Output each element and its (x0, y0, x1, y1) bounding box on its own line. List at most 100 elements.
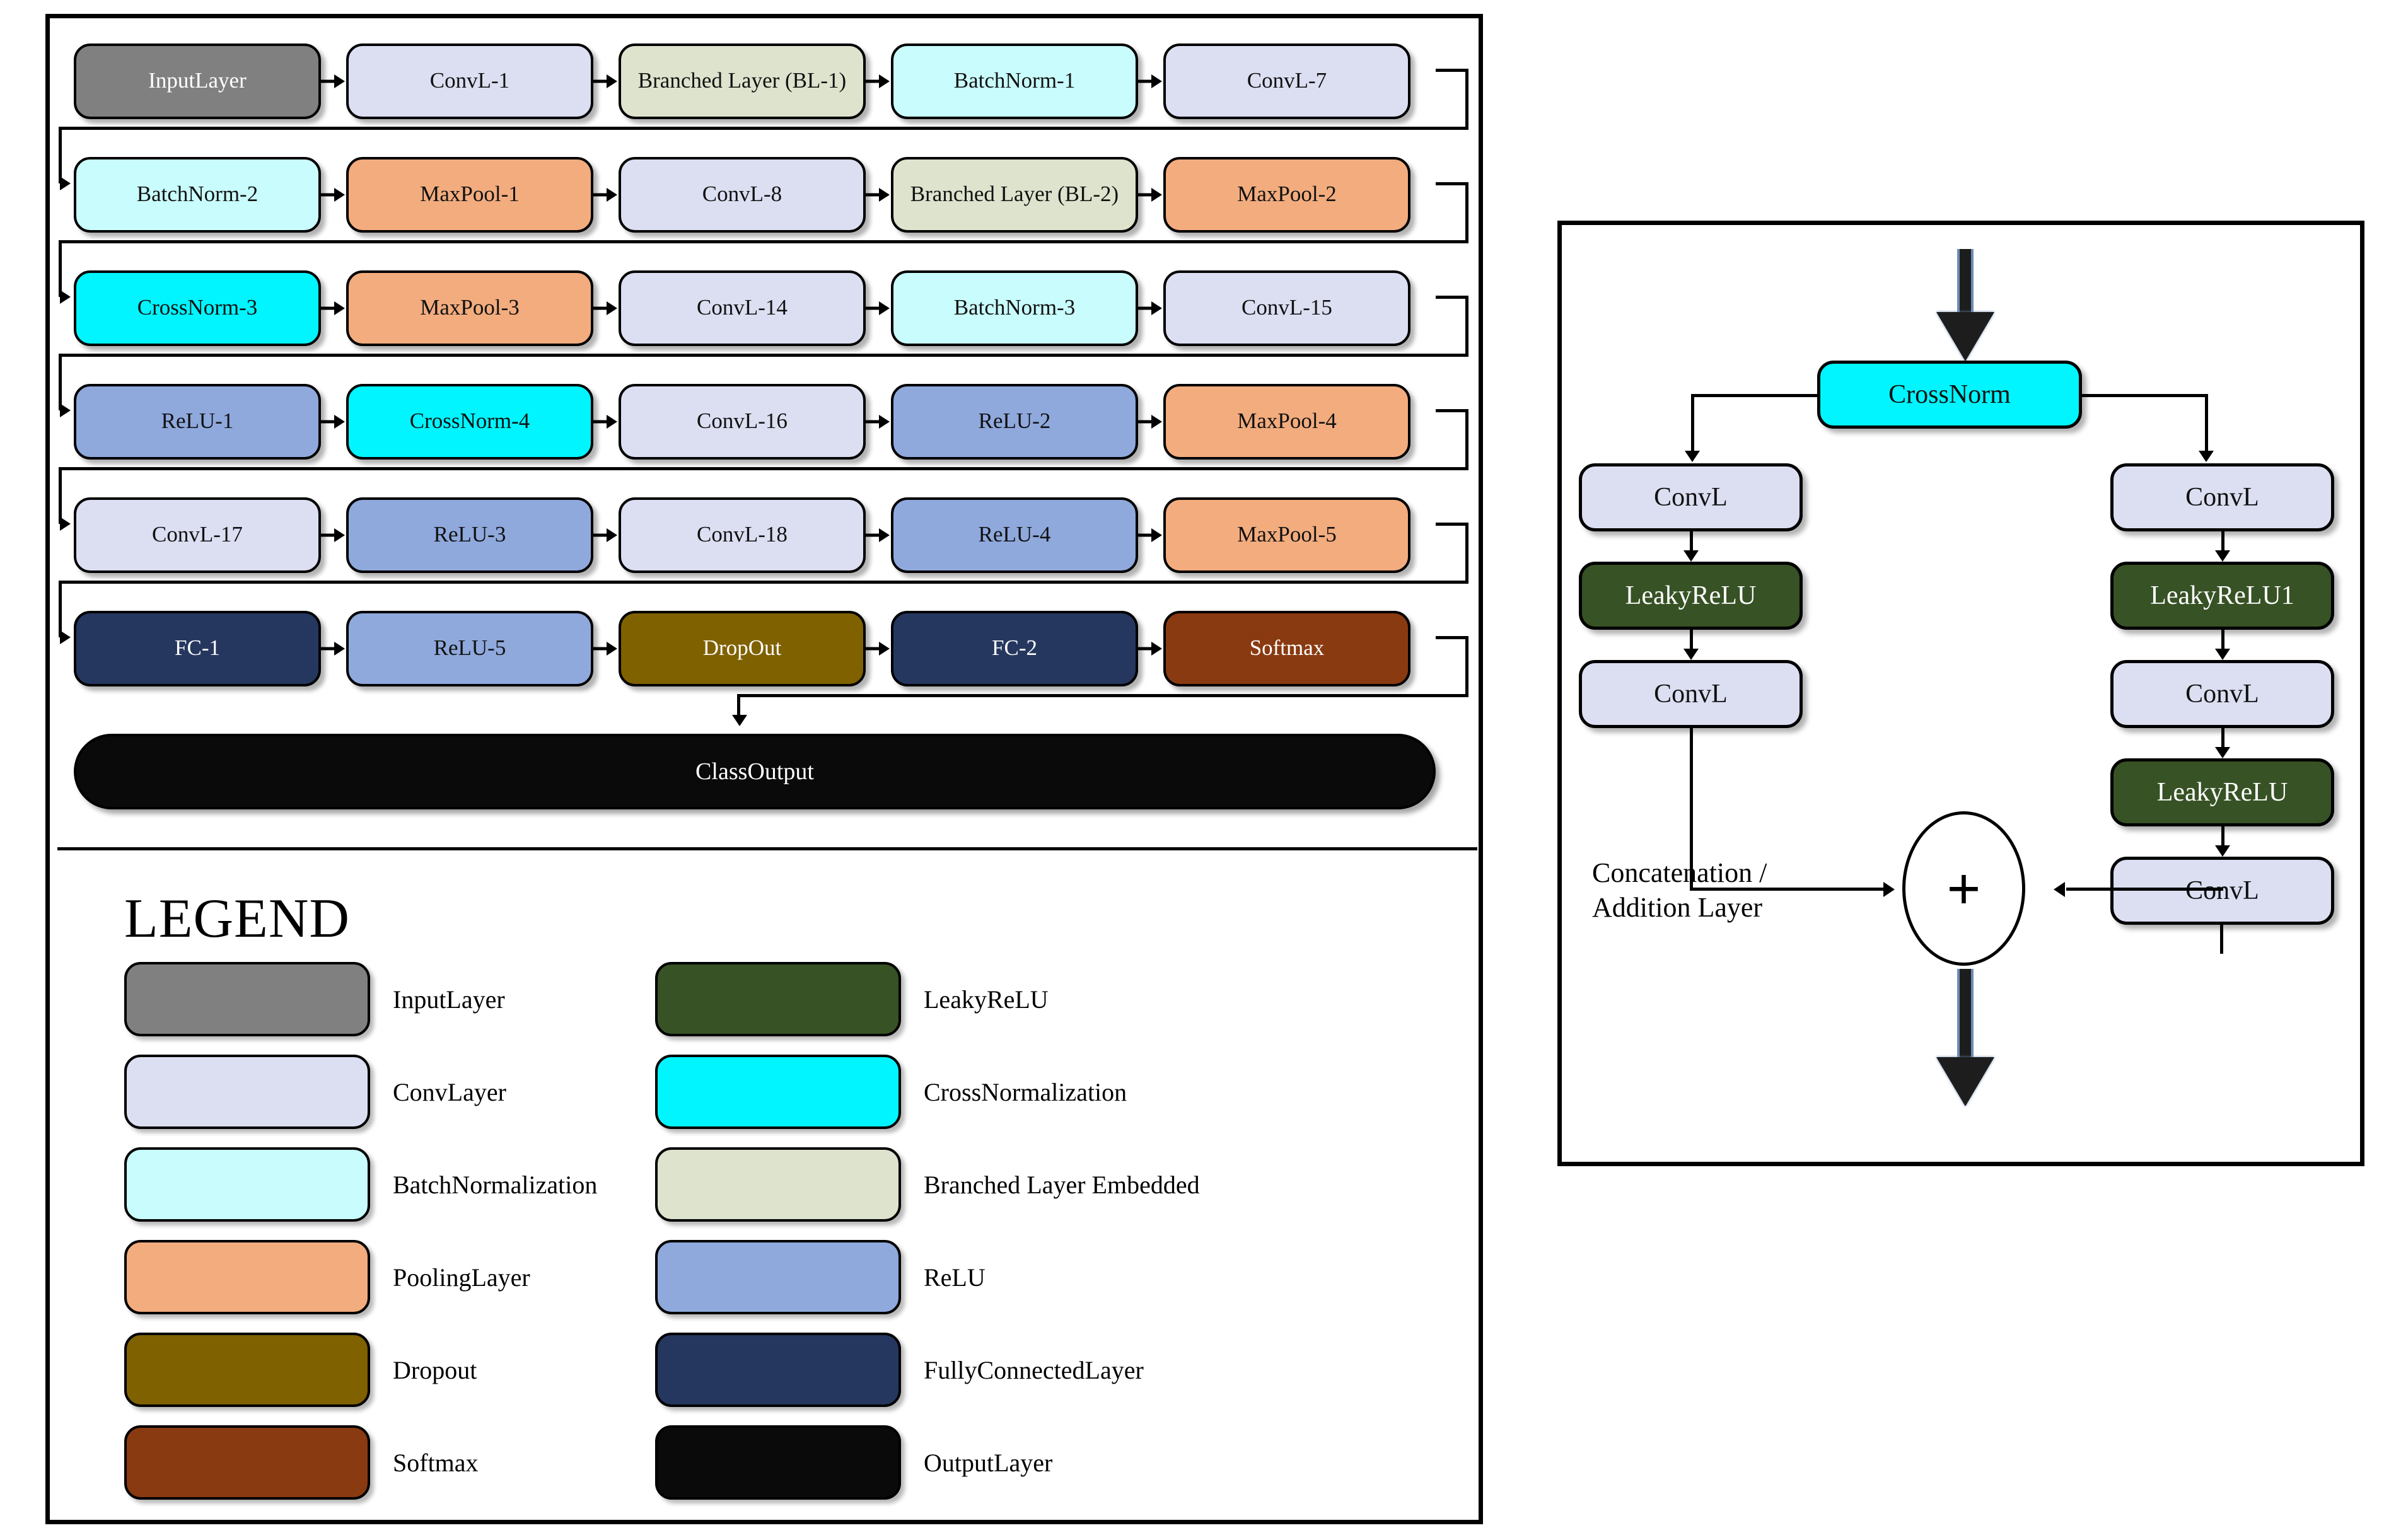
flow-arrow-icon (593, 191, 619, 199)
input-arrow-icon (1905, 249, 2025, 362)
left-link-2 (1690, 630, 1693, 652)
legend-swatch (124, 1055, 370, 1129)
flow-arrow-icon (321, 304, 346, 312)
layer-node: ConvL-18 (619, 497, 866, 573)
flow-arrow-icon (593, 645, 619, 652)
left-link-1 (1690, 531, 1693, 554)
legend-swatch (655, 1240, 901, 1314)
layer-node: ConvL-15 (1163, 270, 1410, 346)
layer-node: MaxPool-2 (1163, 156, 1410, 233)
legend-divider (57, 847, 1477, 850)
right-merge-path-vertical (2220, 925, 2223, 954)
layer-node-label: ConvL-15 (1241, 295, 1332, 320)
branch-node-right-leakyrelu: LeakyReLU (2110, 758, 2334, 826)
flow-arrow-icon (321, 418, 346, 426)
branch-node-label: LeakyReLU1 (2150, 581, 2294, 610)
branch-node-left-leakyrelu: LeakyReLU (1579, 562, 1803, 630)
layer-node: ConvL-8 (619, 156, 866, 233)
legend-label: InputLayer (393, 985, 505, 1014)
branch-node-label: CrossNorm (1888, 380, 2011, 409)
merge-plus-icon: + (1946, 856, 1981, 921)
right-link-3 (2221, 728, 2224, 751)
legend-swatch (655, 1055, 901, 1129)
legend-item: Softmax (124, 1424, 597, 1501)
layer-node-label: CrossNorm-3 (137, 295, 258, 320)
right-merge-path-horizontal (2066, 888, 2223, 891)
flow-arrow-icon (1138, 78, 1163, 85)
split-arrow-right-icon (2199, 451, 2214, 462)
class-output-label: ClassOutput (695, 758, 814, 785)
layer-node-label: MaxPool-1 (420, 182, 520, 207)
flow-arrow-icon (593, 418, 619, 426)
legend-label: PoolingLayer (393, 1263, 530, 1292)
flow-arrow-icon (866, 78, 891, 85)
branch-node-label: ConvL (2185, 876, 2259, 905)
merge-circle (1902, 811, 2025, 966)
branch-node-right-conv-3: ConvL (2110, 857, 2334, 925)
branch-node-label: ConvL (2185, 680, 2259, 709)
flow-arrow-icon (866, 191, 891, 199)
legend-label: Dropout (393, 1355, 477, 1384)
layer-node-label: BatchNorm-2 (136, 182, 259, 207)
layer-node-label: FC-2 (992, 635, 1037, 661)
layer-node: BatchNorm-2 (74, 156, 321, 233)
flow-arrow-icon (1138, 418, 1163, 426)
layer-node: FC-2 (891, 610, 1138, 686)
layer-node-label: FC-1 (175, 635, 220, 661)
flow-arrow-icon (321, 191, 346, 199)
layer-node-label: MaxPool-2 (1237, 182, 1337, 207)
legend-swatch (124, 1333, 370, 1407)
branched-layer-flow: CrossNorm ConvL LeakyReLU ConvL ConvL (1562, 225, 2360, 1162)
branch-node-cross-norm: CrossNorm (1817, 361, 2082, 429)
layer-node: MaxPool-3 (346, 270, 593, 346)
legend-label: Branched Layer Embedded (924, 1170, 1200, 1199)
layer-node: ConvL-1 (346, 43, 593, 119)
left-merge-arrow-icon (1883, 882, 1895, 897)
split-arrow-left-icon (1685, 451, 1700, 462)
layer-node: Softmax (1163, 610, 1410, 686)
legend-swatch (124, 1147, 370, 1222)
layer-node-label: ConvL-7 (1247, 68, 1327, 93)
layer-node: ConvL-14 (619, 270, 866, 346)
layer-node: CrossNorm-4 (346, 383, 593, 460)
legend-label: FullyConnectedLayer (924, 1355, 1144, 1384)
legend-item: BatchNormalization (124, 1146, 597, 1223)
layer-node: ConvL-17 (74, 497, 321, 573)
legend-item: PoolingLayer (124, 1239, 597, 1316)
legend-swatch (124, 1240, 370, 1314)
flow-arrow-icon (321, 645, 346, 652)
right-merge-arrow-icon (2054, 882, 2065, 897)
legend-item: ReLU (655, 1239, 1200, 1316)
layer-node: MaxPool-4 (1163, 383, 1410, 460)
legend-item: LeakyReLU (655, 961, 1200, 1038)
layer-node: MaxPool-5 (1163, 497, 1410, 573)
legend-item: Dropout (124, 1331, 597, 1408)
flow-arrow-icon (593, 304, 619, 312)
right-arrow-3-icon (2215, 747, 2230, 758)
layer-node-label: BatchNorm-3 (953, 295, 1076, 320)
layer-node-label: MaxPool-5 (1237, 522, 1337, 547)
flow-arrow-icon (593, 78, 619, 85)
branch-node-right-leakyrelu1: LeakyReLU1 (2110, 562, 2334, 630)
branch-node-left-conv-1: ConvL (1579, 463, 1803, 531)
flow-arrow-icon (1138, 191, 1163, 199)
layer-node: ConvL-16 (619, 383, 866, 460)
legend-swatch (655, 1425, 901, 1500)
layer-node-label: ReLU-3 (433, 522, 506, 547)
layer-node: ConvL-7 (1163, 43, 1410, 119)
layer-node: InputLayer (74, 43, 321, 119)
flow-arrow-icon (1138, 304, 1163, 312)
layer-node-label: Softmax (1249, 635, 1325, 661)
layer-node-label: DropOut (702, 635, 782, 661)
branch-node-label: LeakyReLU (2156, 778, 2288, 807)
layer-node: DropOut (619, 610, 866, 686)
right-arrow-2-icon (2215, 649, 2230, 660)
layer-node-label: BatchNorm-1 (953, 68, 1076, 93)
flow-arrow-icon (1138, 645, 1163, 652)
layer-node: ReLU-3 (346, 497, 593, 573)
